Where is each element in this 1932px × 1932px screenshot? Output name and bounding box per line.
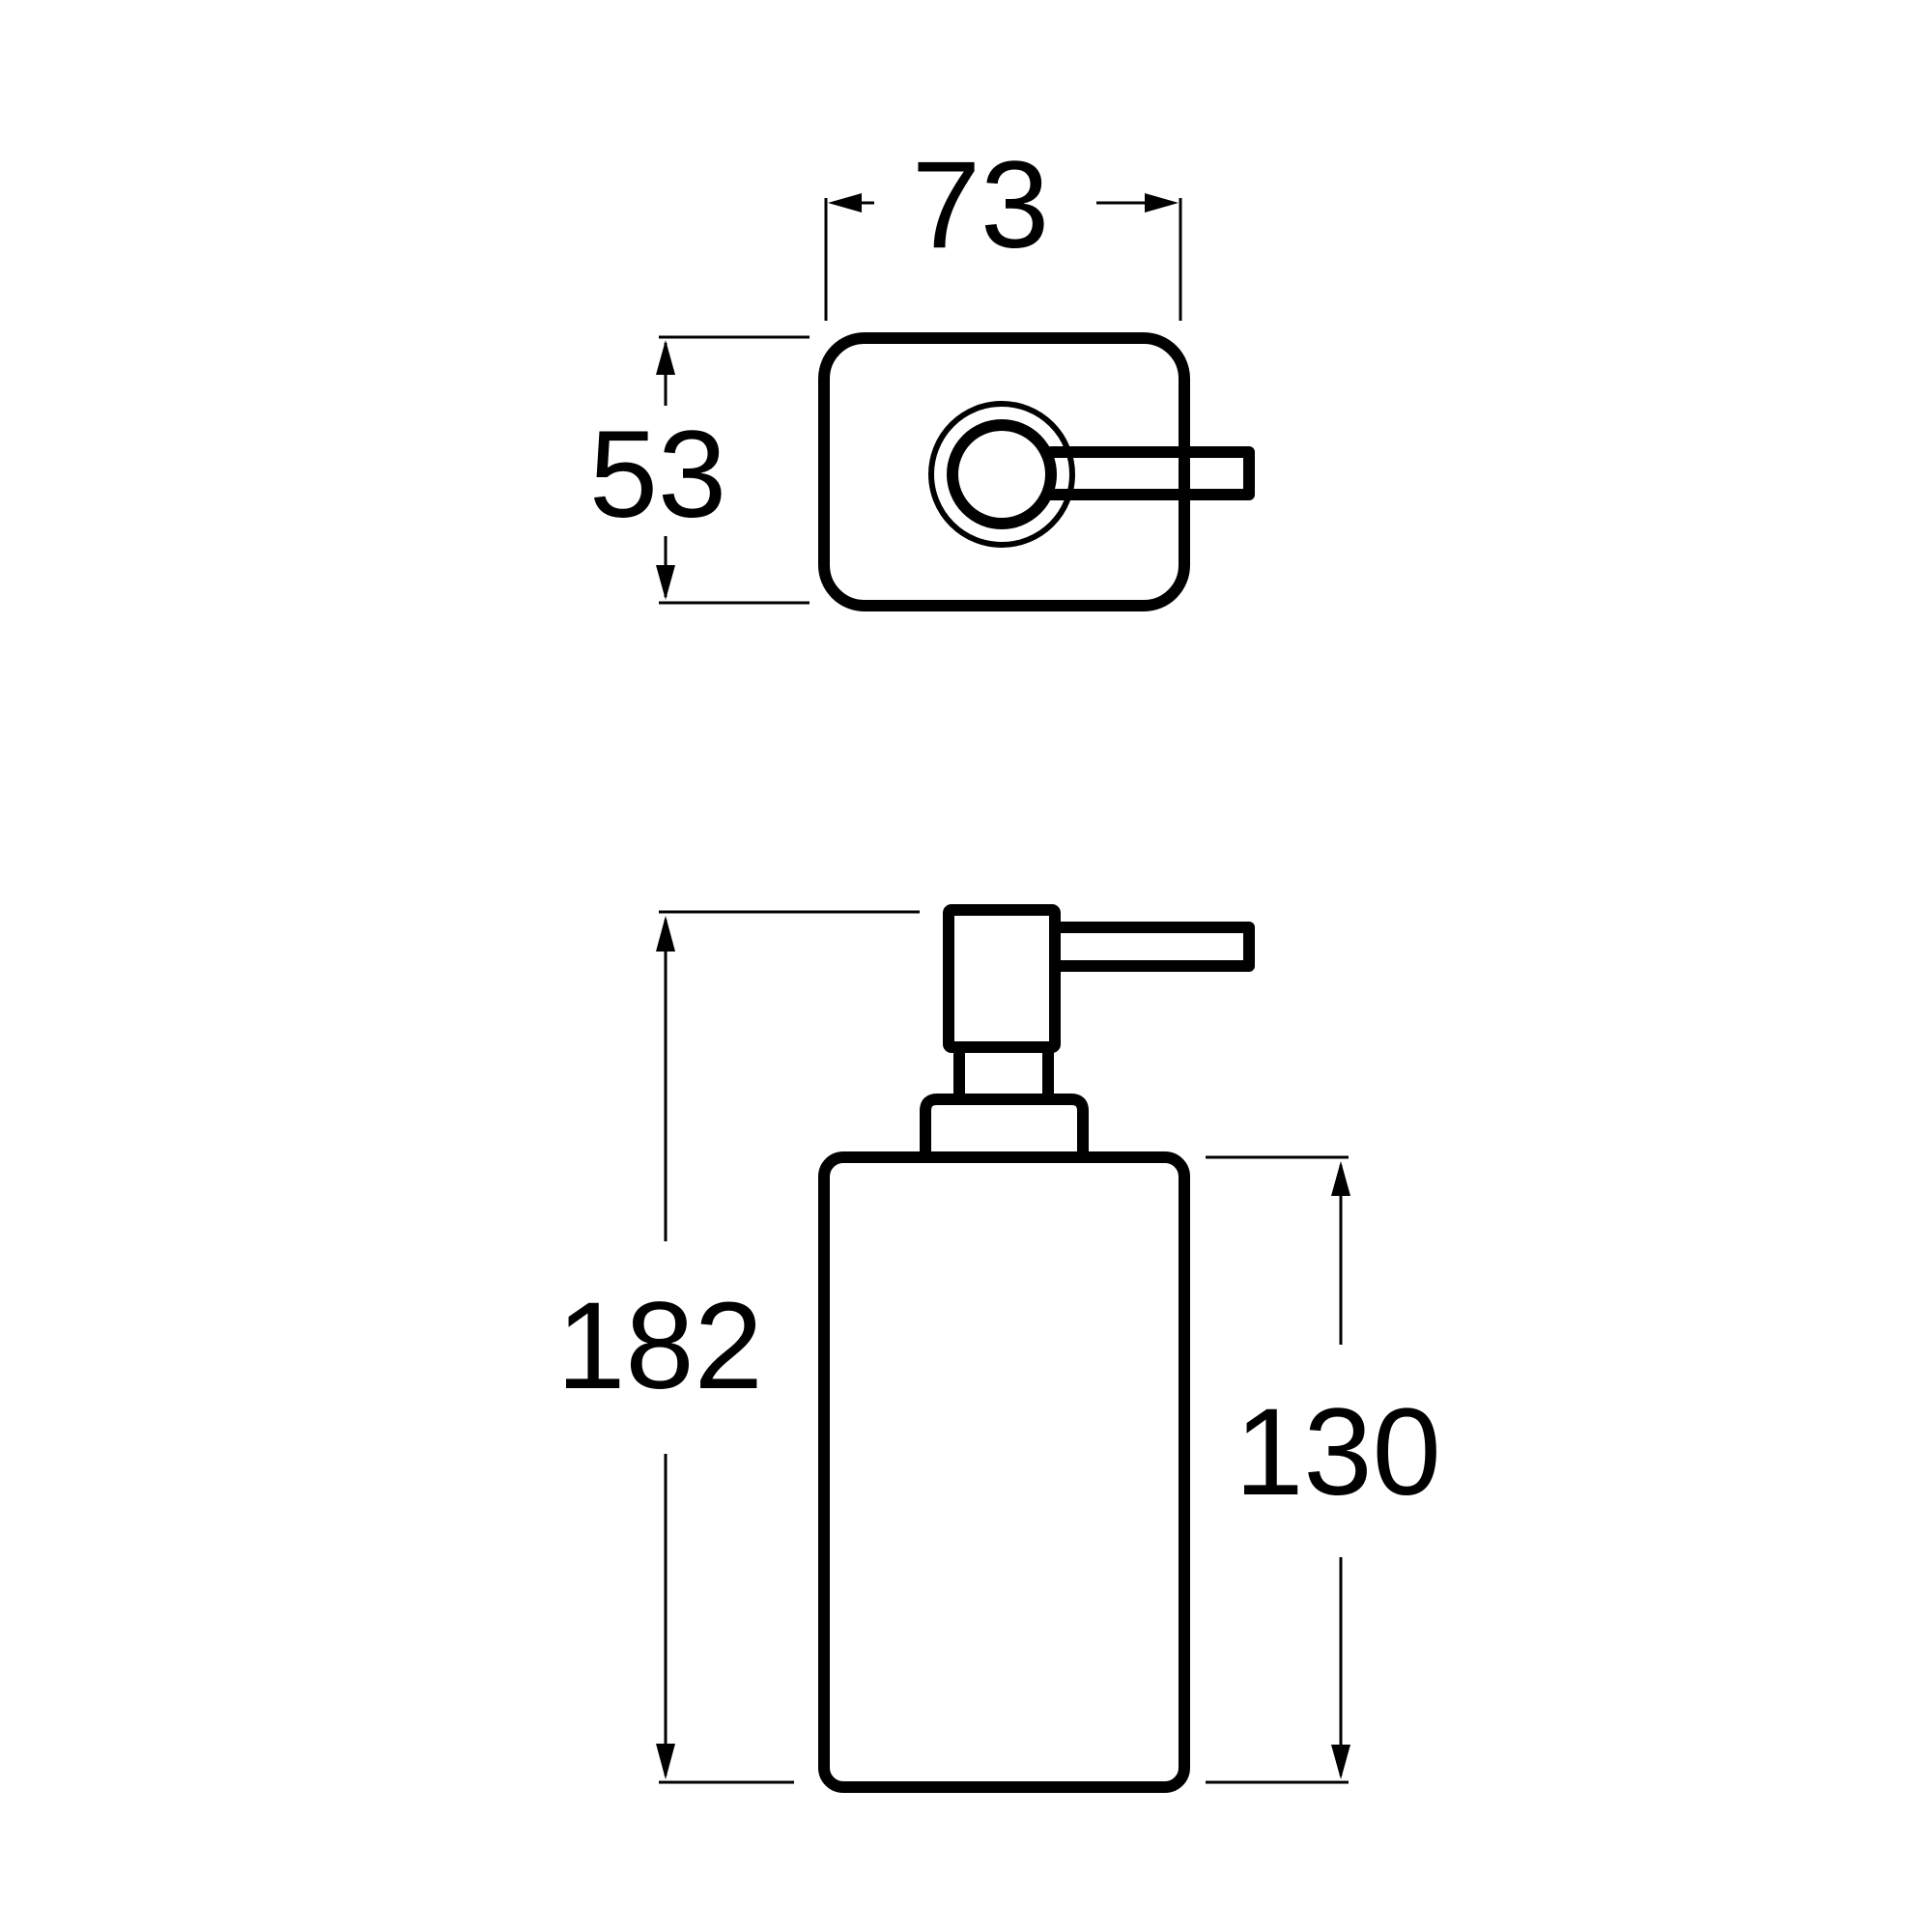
pump-head-inner-circle: [947, 419, 1057, 529]
body-height-arrow-top: [1331, 1161, 1350, 1196]
top-width-label: 73: [912, 136, 1049, 274]
top-view-body-outline: [818, 332, 1190, 611]
front-view-nozzle: [1049, 922, 1255, 972]
pump-head-front: [943, 904, 1061, 1053]
top-depth-arrow-top: [656, 340, 675, 375]
bottle-body-outline: [818, 1151, 1190, 1793]
body-height-label: 130: [1235, 1383, 1441, 1521]
bottle-collar: [920, 1094, 1089, 1163]
top-depth-arrow-bottom: [656, 565, 675, 600]
total-height-arrow-bottom: [656, 1744, 675, 1779]
front-view: 182 130: [556, 904, 1441, 1793]
body-height-arrow-bottom: [1331, 1745, 1350, 1779]
top-width-arrow-left: [828, 193, 862, 213]
top-depth-label: 53: [589, 406, 726, 544]
pump-stem: [953, 1041, 1054, 1105]
top-view: 73 53: [589, 136, 1255, 611]
top-view-nozzle: [1045, 446, 1255, 500]
total-height-arrow-top: [656, 916, 675, 952]
top-width-arrow-right: [1145, 193, 1179, 213]
total-height-label: 182: [556, 1277, 763, 1415]
pump-head-outer-ring: [928, 401, 1075, 548]
